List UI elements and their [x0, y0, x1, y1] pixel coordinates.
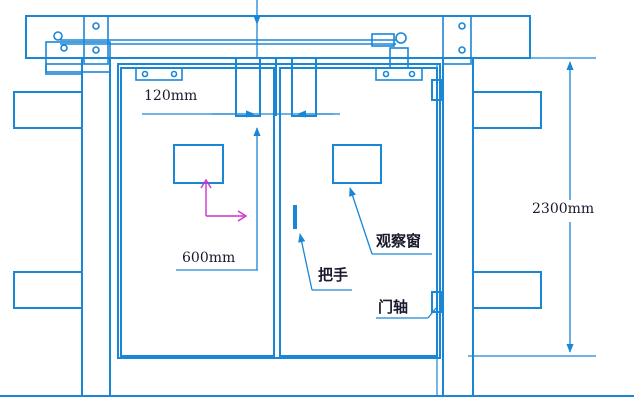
right-post [442, 57, 474, 397]
handle-leader [298, 233, 313, 291]
origin-marker [200, 178, 248, 222]
dimension-lines [142, 0, 596, 357]
operator-mechanism [45, 15, 472, 81]
left-block-top [13, 91, 83, 129]
right-window [332, 144, 382, 184]
hinge-top [431, 79, 443, 101]
left-block-bottom [13, 271, 83, 309]
height-label: 2300mm [532, 201, 594, 217]
right-bracket [442, 15, 472, 65]
door-outline [117, 63, 441, 359]
hinge-bottom [431, 291, 443, 313]
right-leaf-bracket [375, 67, 423, 81]
top-beam [25, 15, 531, 59]
left-post [81, 57, 111, 397]
left-window [173, 144, 224, 184]
door-leaves [117, 57, 443, 396]
right-top-panel [291, 57, 317, 117]
width-label: 600mm [182, 250, 235, 266]
handle-bar [293, 205, 297, 229]
right-block-top [472, 91, 542, 129]
hinge-label: 门轴 [378, 298, 408, 316]
handle-label: 把手 [318, 266, 348, 284]
right-block-bottom [472, 271, 542, 309]
window-label: 观察窗 [376, 232, 421, 250]
window-leader [349, 187, 373, 255]
left-leaf-bracket [135, 67, 183, 81]
left-leaf [120, 67, 275, 357]
gap-label: 120mm [144, 88, 197, 104]
closer-body [45, 41, 111, 73]
left-top-panel [235, 57, 261, 117]
hinge-leader [427, 307, 437, 319]
